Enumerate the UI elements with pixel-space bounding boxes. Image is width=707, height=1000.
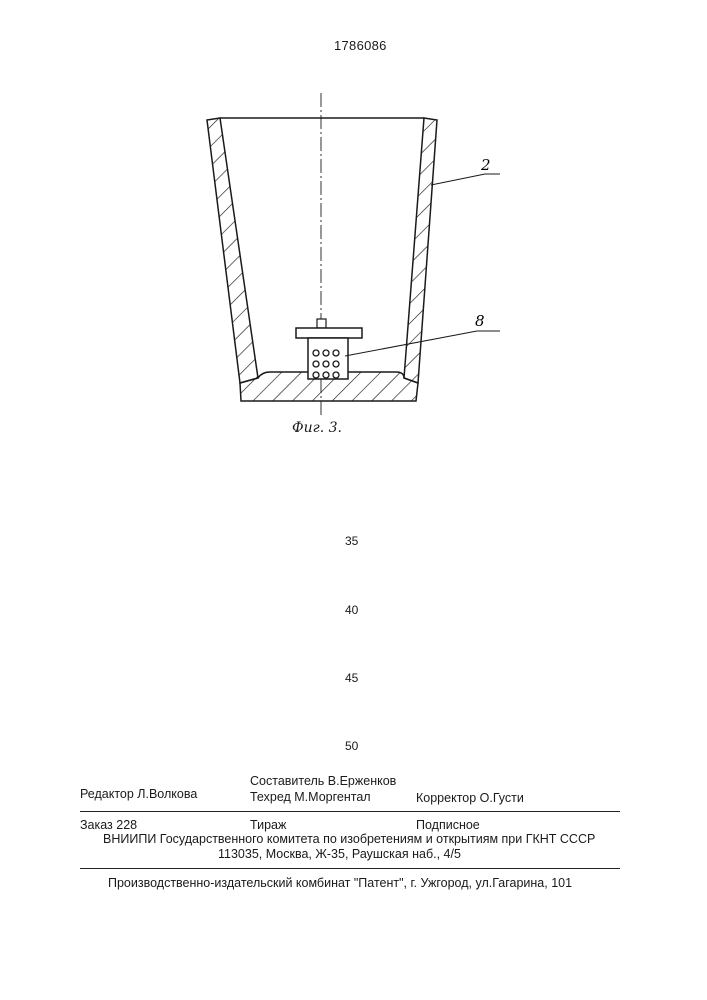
callout-2-label: 2: [480, 156, 491, 174]
callout-8-label: 8: [475, 312, 485, 330]
tech-editor-credit: Техред М.Моргентал: [250, 790, 371, 804]
circulation-label: Тираж: [250, 818, 286, 832]
order-number: Заказ 228: [80, 818, 137, 832]
line-number: 35: [345, 534, 358, 548]
address-line: 113035, Москва, Ж-35, Раушская наб., 4/5: [218, 847, 461, 861]
callout-2-leader: [431, 174, 485, 185]
corrector-credit: Корректор О.Густи: [416, 791, 524, 805]
figure-caption: Фиг. 3.: [292, 420, 342, 436]
footer-divider-top: [80, 811, 620, 812]
line-number: 40: [345, 603, 358, 617]
compiler-credit: Составитель В.Ерженков: [250, 774, 396, 788]
organization-line: ВНИИПИ Государственного комитета по изоб…: [103, 832, 595, 846]
subscription-label: Подписное: [416, 818, 480, 832]
line-number: 45: [345, 671, 358, 685]
editor-credit: Редактор Л.Волкова: [80, 787, 197, 801]
footer-divider-bottom: [80, 868, 620, 869]
perforated-insert: [296, 319, 362, 379]
line-number: 50: [345, 739, 358, 753]
publisher-line: Производственно-издательский комбинат "П…: [108, 876, 572, 890]
